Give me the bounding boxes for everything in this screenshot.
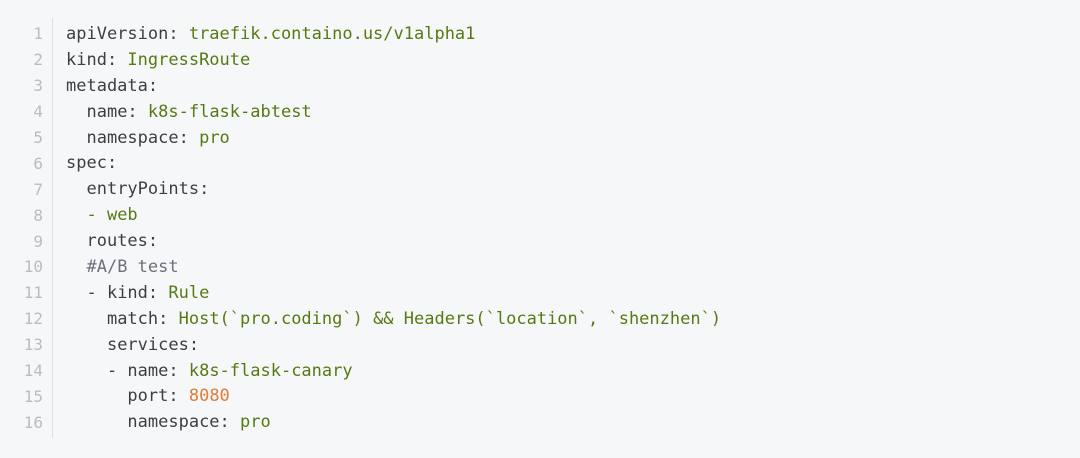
line-number: 3 [33, 76, 43, 96]
yaml-value: traefik.containo.us/v1alpha1 [178, 23, 476, 44]
yaml-value: IngressRoute [117, 49, 251, 70]
yaml-value: k8s-flask-abtest [137, 101, 312, 122]
code-line: 11 - kind: Rule [0, 280, 1080, 306]
indent [66, 257, 86, 277]
yaml-key: kind: [66, 49, 118, 70]
line-number: 15 [23, 386, 43, 406]
indent [66, 231, 86, 251]
line-number: 2 [33, 50, 43, 70]
code-text: - web [43, 205, 138, 226]
code-line: 2 kind: IngressRoute [0, 47, 1080, 73]
yaml-value: k8s-flask-canary [178, 360, 353, 381]
yaml-key: spec: [66, 153, 118, 174]
yaml-key: apiVersion: [66, 23, 179, 44]
code-line: 10 #A/B test [0, 254, 1080, 280]
line-number: 14 [23, 361, 43, 381]
line-number: 9 [33, 231, 43, 251]
yaml-number: 8080 [178, 386, 230, 407]
line-number: 4 [33, 102, 43, 122]
yaml-key: services: [106, 334, 200, 355]
line-number: 6 [33, 153, 43, 173]
yaml-key: routes: [86, 231, 159, 252]
code-line: 3 metadata: [0, 73, 1080, 99]
indent [66, 309, 107, 329]
code-line: 6 spec: [0, 150, 1080, 176]
yaml-key: name: [86, 101, 138, 122]
line-number: 1 [33, 24, 43, 44]
code-line: 9 routes: [0, 228, 1080, 254]
code-text: port: 8080 [43, 386, 230, 407]
indent [66, 361, 107, 381]
yaml-value: Host(`pro.coding`) && Headers(`location`… [168, 308, 722, 329]
code-line: 14 - name: k8s-flask-canary [0, 358, 1080, 384]
yaml-key: namespace: [127, 412, 230, 433]
code-text: apiVersion: traefik.containo.us/v1alpha1 [43, 24, 475, 44]
gutter-divider [52, 18, 53, 438]
yaml-value: pro [188, 127, 230, 148]
line-number: 12 [23, 309, 43, 329]
indent [66, 386, 127, 406]
yaml-key: - kind: [86, 282, 159, 303]
code-line: 7 entryPoints: [0, 176, 1080, 202]
indent [66, 128, 86, 148]
code-line: 15 port: 8080 [0, 383, 1080, 409]
yaml-key: port: [127, 386, 179, 407]
line-number: 7 [33, 179, 43, 199]
code-text: metadata: [43, 76, 158, 96]
indent [66, 283, 86, 303]
code-text: namespace: pro [43, 412, 271, 433]
indent [66, 179, 86, 199]
code-text: services: [43, 335, 199, 355]
indent [66, 205, 86, 225]
indent [66, 412, 127, 432]
code-text: - name: k8s-flask-canary [43, 361, 353, 381]
line-number: 5 [33, 128, 43, 147]
code-line: 5 namespace: pro [0, 125, 1080, 151]
line-number: 8 [33, 205, 43, 225]
code-line: 13 services: [0, 332, 1080, 358]
code-text: namespace: pro [43, 127, 230, 148]
line-number: 10 [23, 257, 43, 277]
code-line: 8 - web [0, 202, 1080, 228]
yaml-key: - name: [106, 360, 179, 381]
line-number: 13 [23, 335, 43, 355]
yaml-key: match: [106, 308, 169, 329]
yaml-value: pro [229, 412, 271, 433]
code-text: entryPoints: [43, 179, 209, 199]
code-text: match: Host(`pro.coding`) && Headers(`lo… [43, 309, 721, 329]
code-text: spec: [43, 153, 117, 173]
code-text: name: k8s-flask-abtest [43, 101, 312, 122]
code-text: kind: IngressRoute [43, 50, 250, 70]
indent [66, 102, 86, 122]
code-line: 4 name: k8s-flask-abtest [0, 99, 1080, 125]
code-text: #A/B test [43, 256, 179, 277]
code-line: 12 match: Host(`pro.coding`) && Headers(… [0, 306, 1080, 332]
code-line: 1 apiVersion: traefik.containo.us/v1alph… [0, 21, 1080, 47]
code-text: - kind: Rule [43, 283, 209, 303]
line-number: 11 [23, 283, 43, 303]
yaml-comment: #A/B test [86, 256, 179, 277]
line-number: 16 [23, 412, 43, 432]
indent [66, 335, 107, 355]
yaml-key: metadata: [66, 75, 159, 96]
code-text: routes: [43, 231, 158, 251]
code-line: 16 namespace: pro [0, 409, 1080, 435]
yaml-value: - web [86, 205, 138, 226]
yaml-value: Rule [158, 282, 210, 303]
yaml-key: namespace: [86, 127, 189, 148]
yaml-key: entryPoints: [86, 179, 210, 200]
